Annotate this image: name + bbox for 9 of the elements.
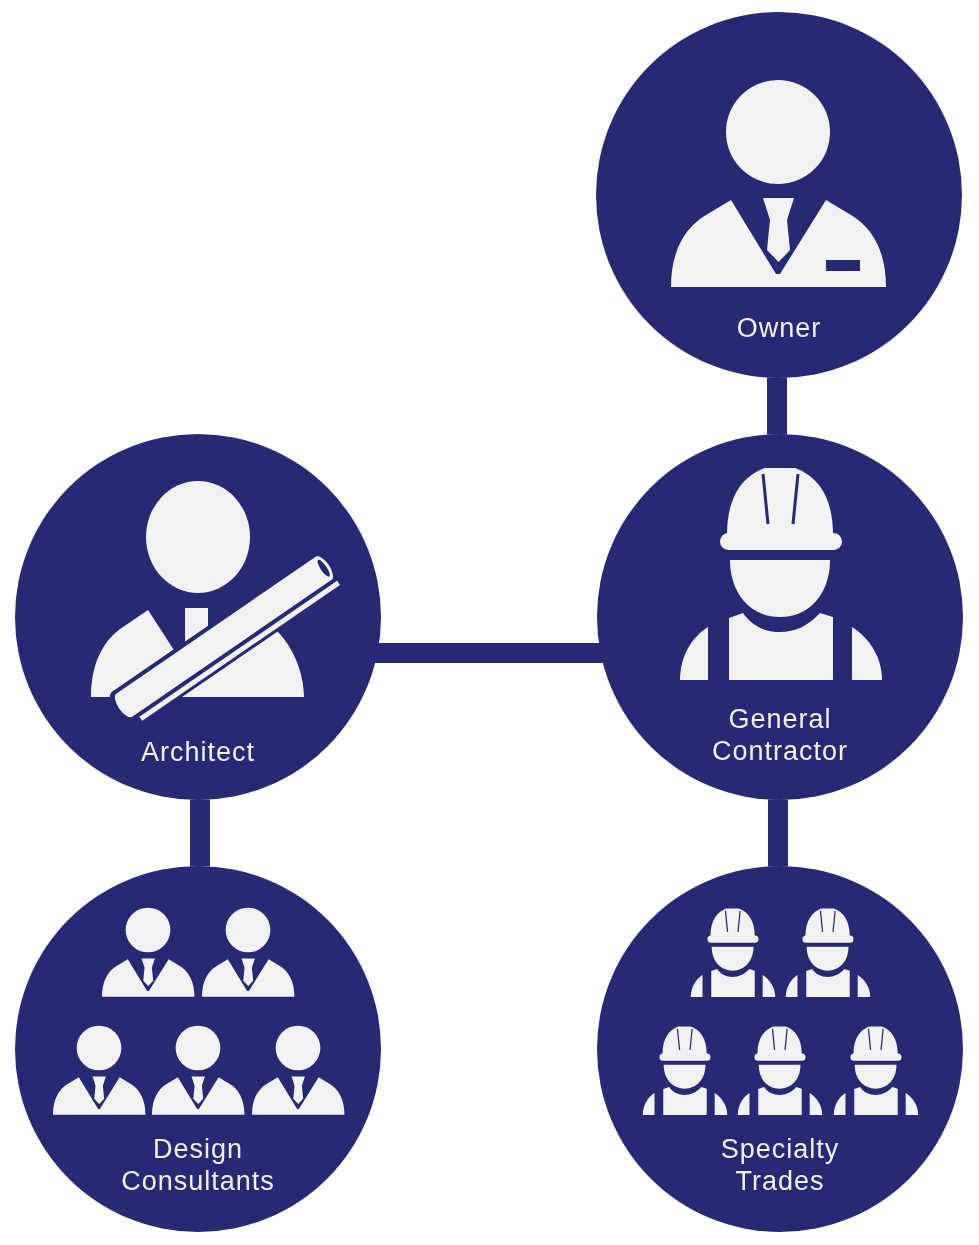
node-label: Specialty Trades: [720, 1133, 840, 1197]
node-label: General Contractor: [712, 703, 848, 767]
node-label: Owner: [736, 312, 822, 344]
connector-line: [767, 377, 787, 435]
node-label: Design Consultants: [121, 1133, 275, 1197]
node-label: Architect: [141, 736, 255, 768]
connector-line: [768, 799, 788, 867]
connector-line: [190, 799, 210, 867]
connector-line: [375, 643, 603, 663]
